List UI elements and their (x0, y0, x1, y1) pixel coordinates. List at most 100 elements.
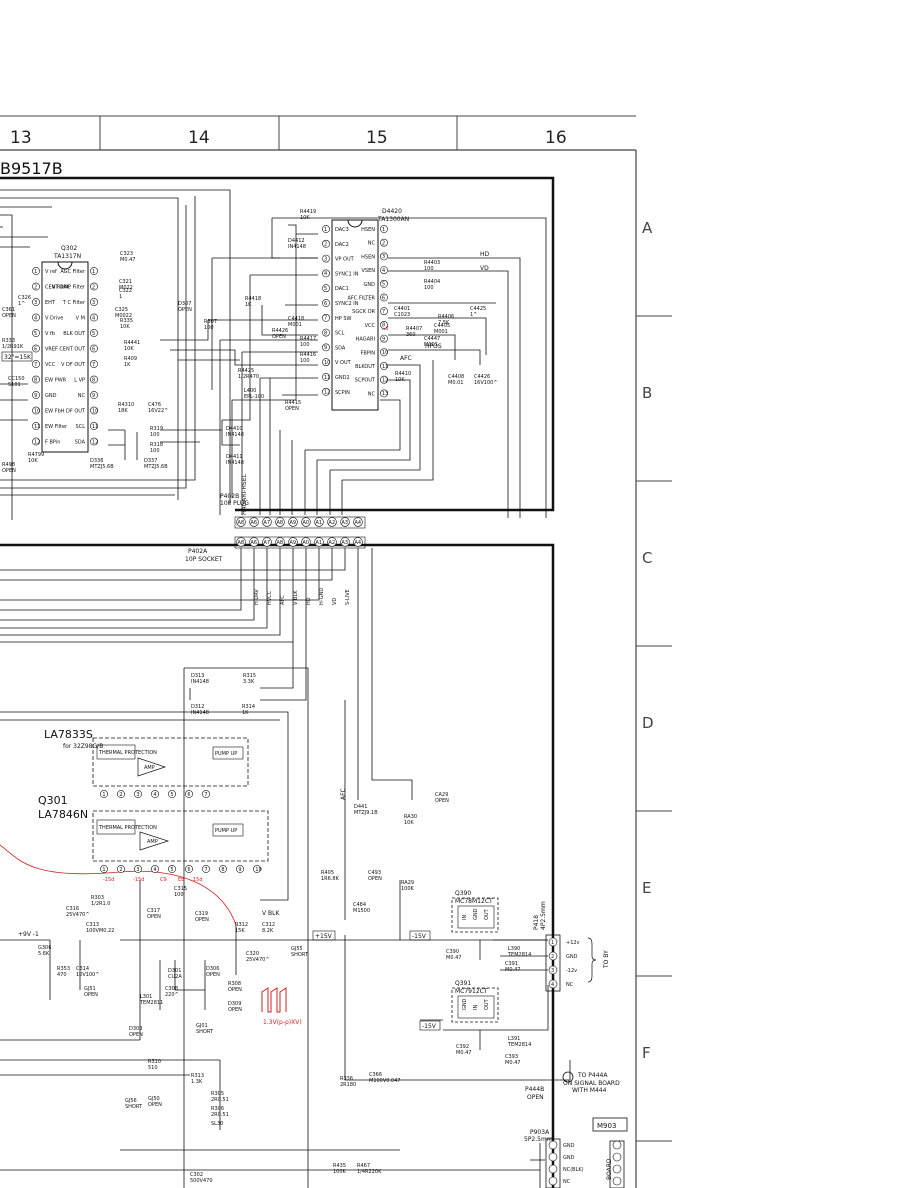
d4420-right-pin-label: AFC FILTER (347, 296, 375, 302)
component-ref: R4426 (272, 328, 288, 334)
la7833-pin-number: 6 (187, 792, 190, 798)
component-ref: C312 (262, 922, 275, 928)
component-value: OPEN (206, 972, 220, 978)
p903a-pin (548, 1152, 558, 1162)
d4420-left-pin-number: 9 (324, 345, 327, 351)
component-ref: R4404 (424, 279, 440, 285)
q302-right-pin-circle (90, 282, 98, 291)
p402b-pin-label: A6 (251, 520, 258, 526)
component-ref: D336 (90, 458, 103, 464)
component-ref: R333 (2, 338, 15, 344)
q302-ref: Q302 (61, 245, 77, 252)
p402a-pin-label: A2 (329, 540, 336, 546)
q390-pin-label: GND (473, 908, 479, 920)
component-ref: L390 (508, 946, 520, 952)
d4420-left-pin-circle (322, 328, 330, 337)
component-ref: R409 (124, 356, 137, 362)
q302-left-pin-circle (32, 267, 40, 275)
m903-pin (612, 1164, 622, 1174)
component-ref: C326 (18, 295, 31, 301)
component-ref: D441 (354, 804, 367, 810)
component-value: OPEN (129, 1032, 143, 1038)
component-value: MTZJ5.6B (144, 464, 168, 470)
q302-right-pin-circle (90, 298, 98, 306)
m903-side: BOARD (606, 1158, 613, 1180)
component-ref: SL30 (211, 1121, 223, 1127)
q302-left-pin-circle (32, 344, 40, 353)
component-value: M0.47 (446, 955, 461, 961)
q302-left-pin-number: 8 (34, 377, 37, 383)
q302-right-pin-label: V RAMP Filter (52, 285, 86, 291)
p402a-signal: S-LIVE (345, 589, 351, 605)
component-ref: L391 (508, 1036, 520, 1042)
component-value: SHORT (125, 1104, 143, 1110)
component-ref: R405 (321, 870, 334, 876)
net-vd: VD (480, 265, 489, 272)
component-value: 100 (150, 448, 160, 454)
d4420-left-pin-label: V OUT (335, 360, 352, 366)
p402a-pin-label: A6 (251, 540, 258, 546)
net-labels: +9V -1 +15V -15V -15V V BLK HD VD HPOS A… (1, 251, 490, 1031)
component-ref: R498 (2, 462, 15, 468)
la7833-thermal: THERMAL PROTECTION (98, 750, 157, 756)
d4420-left-pin-circle (322, 358, 330, 367)
q302-left-pin-label: VCC (45, 362, 56, 368)
d4420-right-pin-circle (380, 279, 388, 288)
q302-left-pin-label: V ref (45, 269, 57, 275)
component-value: 16V100^ (474, 380, 498, 386)
component-ref: GJ55 (291, 946, 303, 952)
component-value: 10K (404, 820, 414, 826)
p402a-signal: HD (306, 597, 312, 605)
q301-pin-number: 1 (102, 867, 105, 873)
q302-right-pin-label: H DF OUT (61, 409, 86, 415)
row-a: A (642, 219, 653, 237)
p402b-pin (249, 517, 259, 527)
p402b-pin-label: A1 (316, 520, 323, 526)
m903-pin (612, 1140, 622, 1150)
q302-left-pin-circle (32, 375, 40, 384)
component-ref: R336 (340, 1076, 353, 1082)
connector-p402a: P402A 10P SOCKET (185, 536, 366, 563)
row-e: E (642, 879, 651, 897)
m903-ref: M903 (597, 1122, 616, 1130)
q390-pin-label: OUT (484, 908, 490, 920)
ic-q301: Q301 LA7846N THERMAL PROTECTION AMP PUMP… (38, 794, 269, 862)
q302-right-pin-label: BLK OUT (63, 331, 86, 337)
component-value: 1^ (470, 312, 477, 318)
d4420-right-pin-number: 1 (382, 227, 385, 233)
q302-right-pin-number: 10 (92, 408, 98, 414)
ic-q390: Q390 MC78M12CT (451, 890, 499, 933)
d4420-right-pin-circle (380, 375, 388, 384)
component-value: 2R0.51 (211, 1097, 229, 1103)
p402b-pin-label: A0 (303, 520, 310, 526)
component-value: 100 (300, 358, 310, 364)
p418-pin-label: NC (566, 982, 574, 988)
component-ref: R4403 (424, 260, 440, 266)
q391-ref: Q391 (455, 980, 471, 987)
waveform-label: 1.3V(p-p)XV) (263, 1019, 302, 1026)
component-value: 25V470^ (66, 912, 90, 918)
component-ref: D4411 (226, 454, 243, 460)
